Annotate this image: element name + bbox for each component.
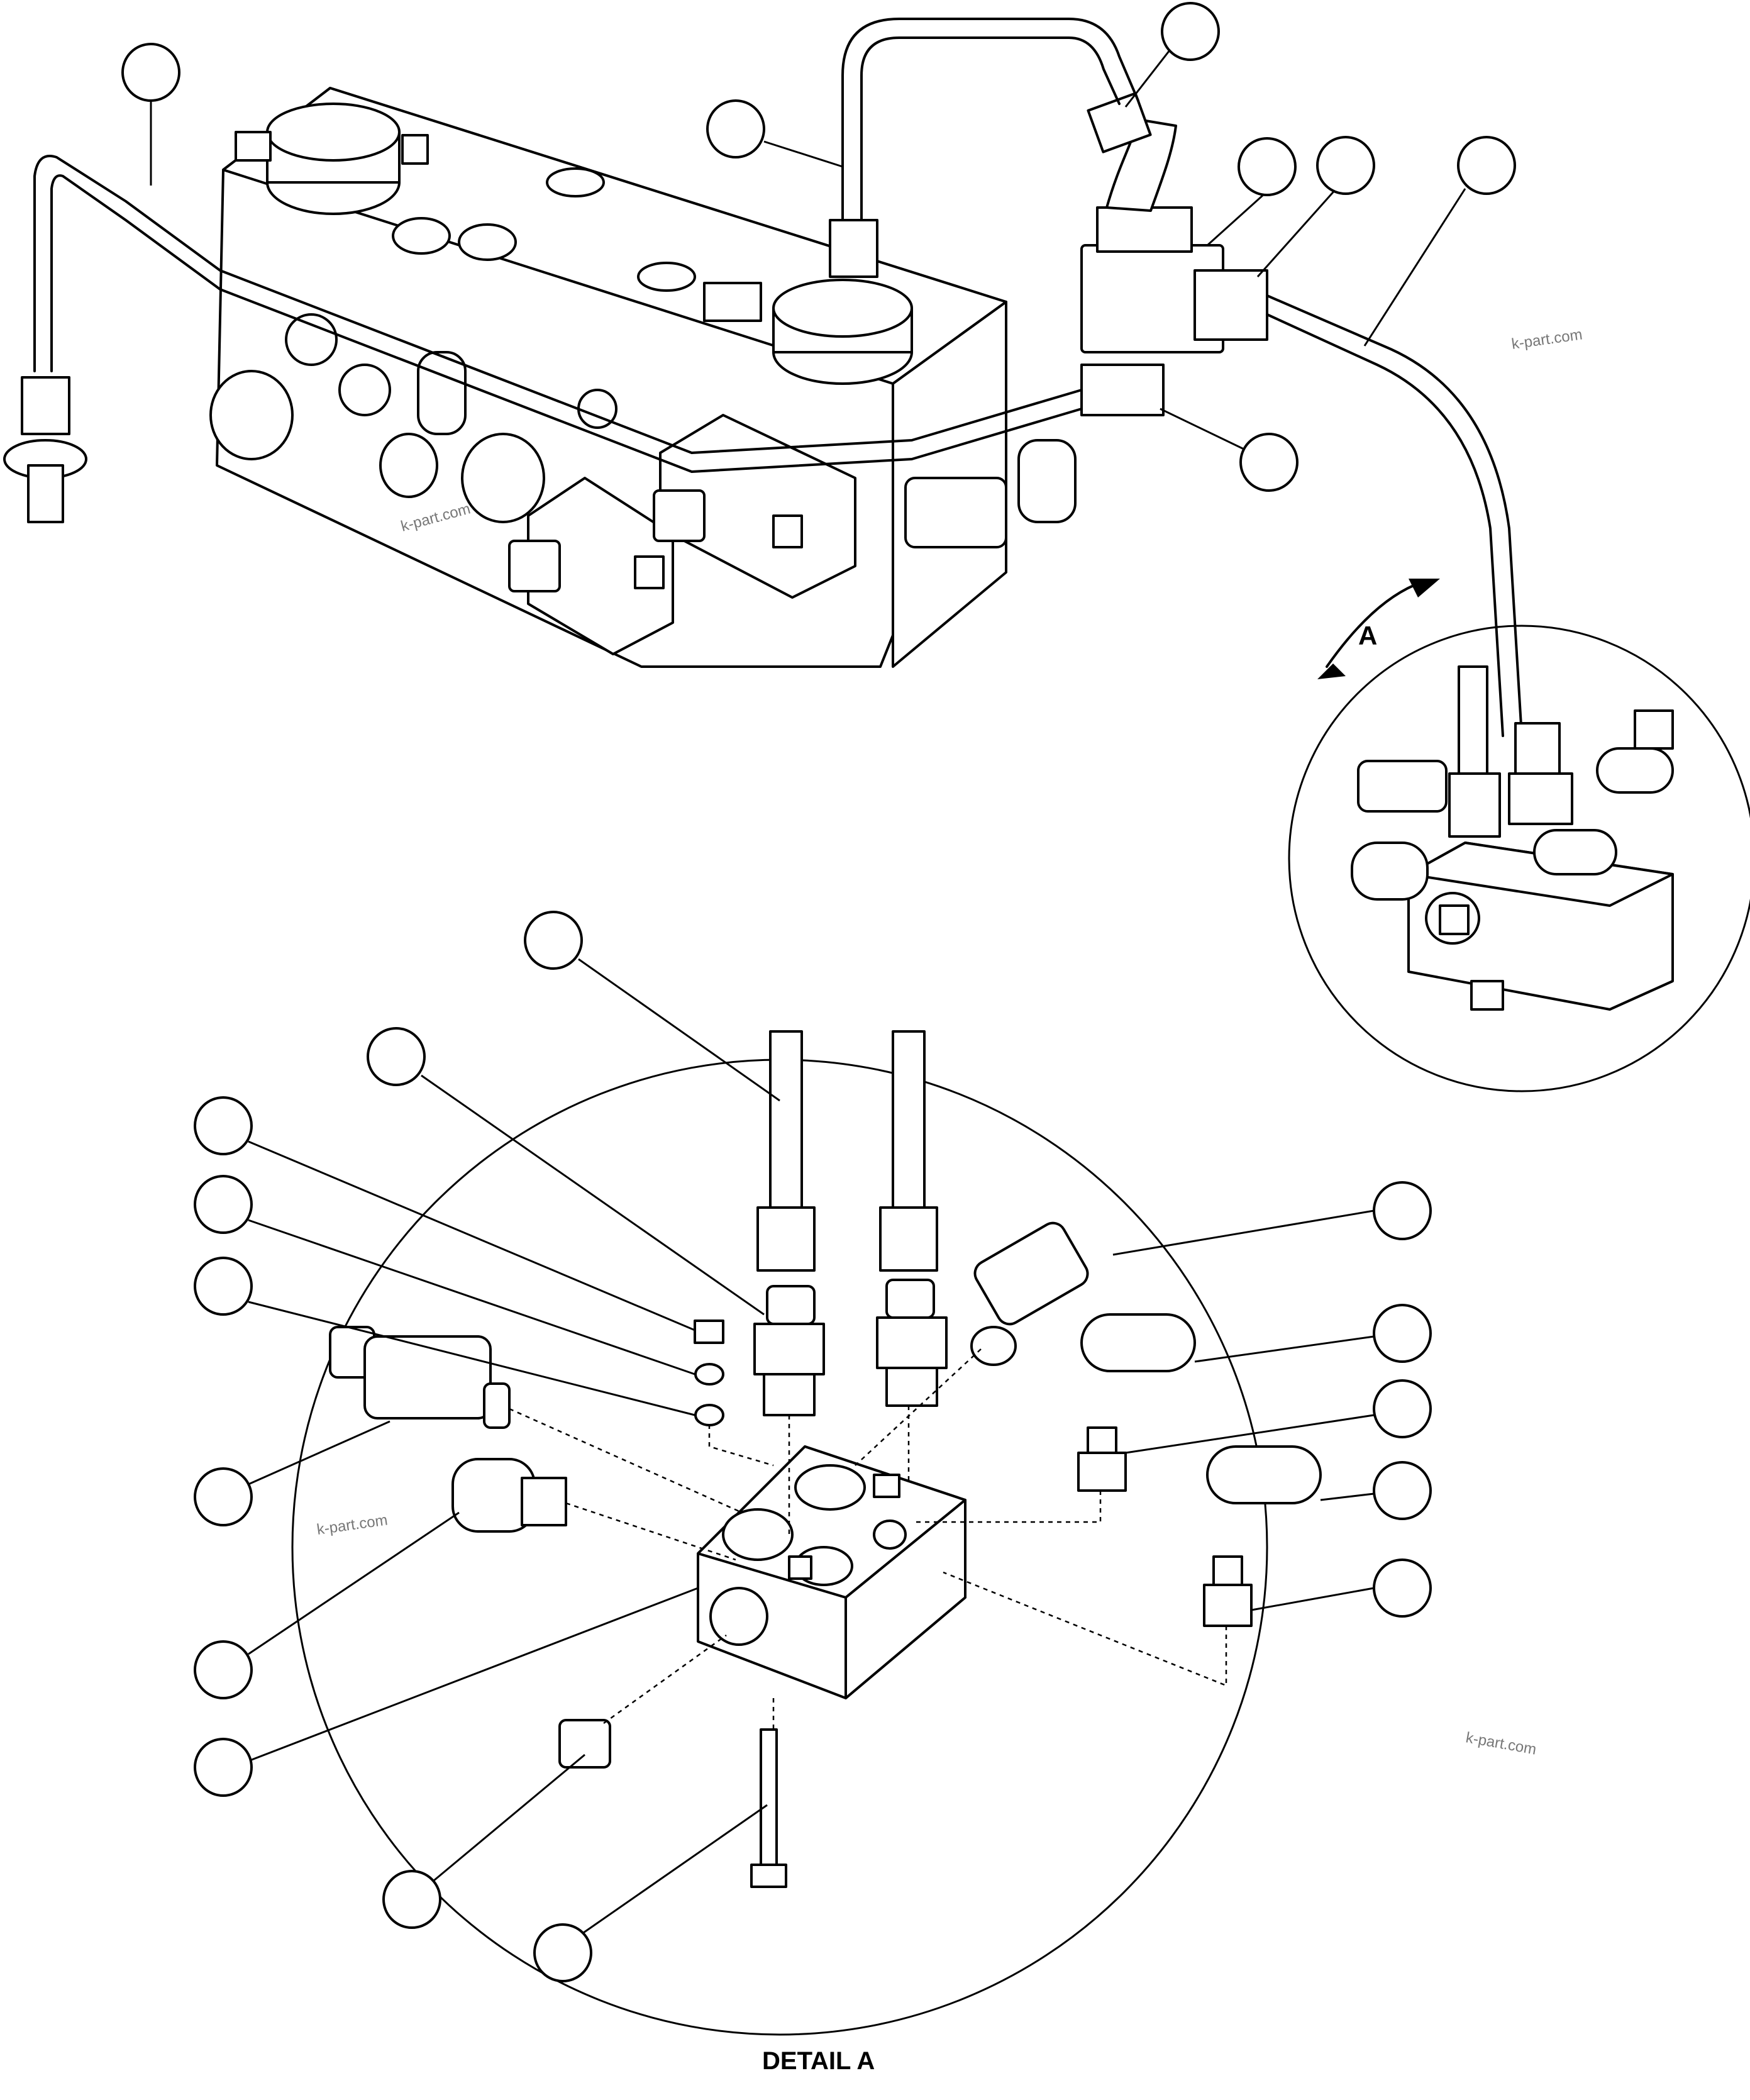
- callout-bubble: [706, 99, 765, 158]
- callout-bubble: [524, 911, 583, 970]
- callout-bubble: [533, 1923, 592, 1982]
- callout-bubble: [194, 1738, 253, 1797]
- callout-bubble: [194, 1257, 253, 1316]
- callout-bubbles: [121, 2, 1516, 1982]
- detail-a-exploded-view: [291, 1030, 1322, 2036]
- callout-bubble: [1316, 136, 1375, 195]
- callout-bubble: [194, 1096, 253, 1155]
- callout-bubble: [194, 1175, 253, 1234]
- callout-bubble: [1457, 136, 1516, 195]
- callout-bubble: [1373, 1181, 1432, 1240]
- callout-bubble: [121, 43, 180, 102]
- valve-block-assembly: [3, 18, 1523, 737]
- watermark: k-part.com: [1465, 1729, 1537, 1758]
- callout-bubble: [1238, 137, 1297, 196]
- callout-bubble: [1373, 1558, 1432, 1618]
- watermark: k-part.com: [1510, 326, 1583, 353]
- detail-a-inset: A: [1288, 579, 1750, 1092]
- callout-bubble: [1373, 1304, 1432, 1363]
- callout-bubble: [1239, 433, 1299, 492]
- callout-bubble: [367, 1027, 426, 1086]
- callout-bubble: [1373, 1379, 1432, 1438]
- callout-bubble: [194, 1640, 253, 1699]
- callout-bubble: [1373, 1461, 1432, 1520]
- callout-bubble: [1161, 2, 1220, 61]
- view-label: A: [1358, 621, 1377, 650]
- detail-title: DETAIL A: [762, 2047, 875, 2075]
- callout-bubble: [194, 1467, 253, 1526]
- watermark: k-part.com: [316, 1511, 389, 1538]
- callout-bubble: [382, 1870, 441, 1929]
